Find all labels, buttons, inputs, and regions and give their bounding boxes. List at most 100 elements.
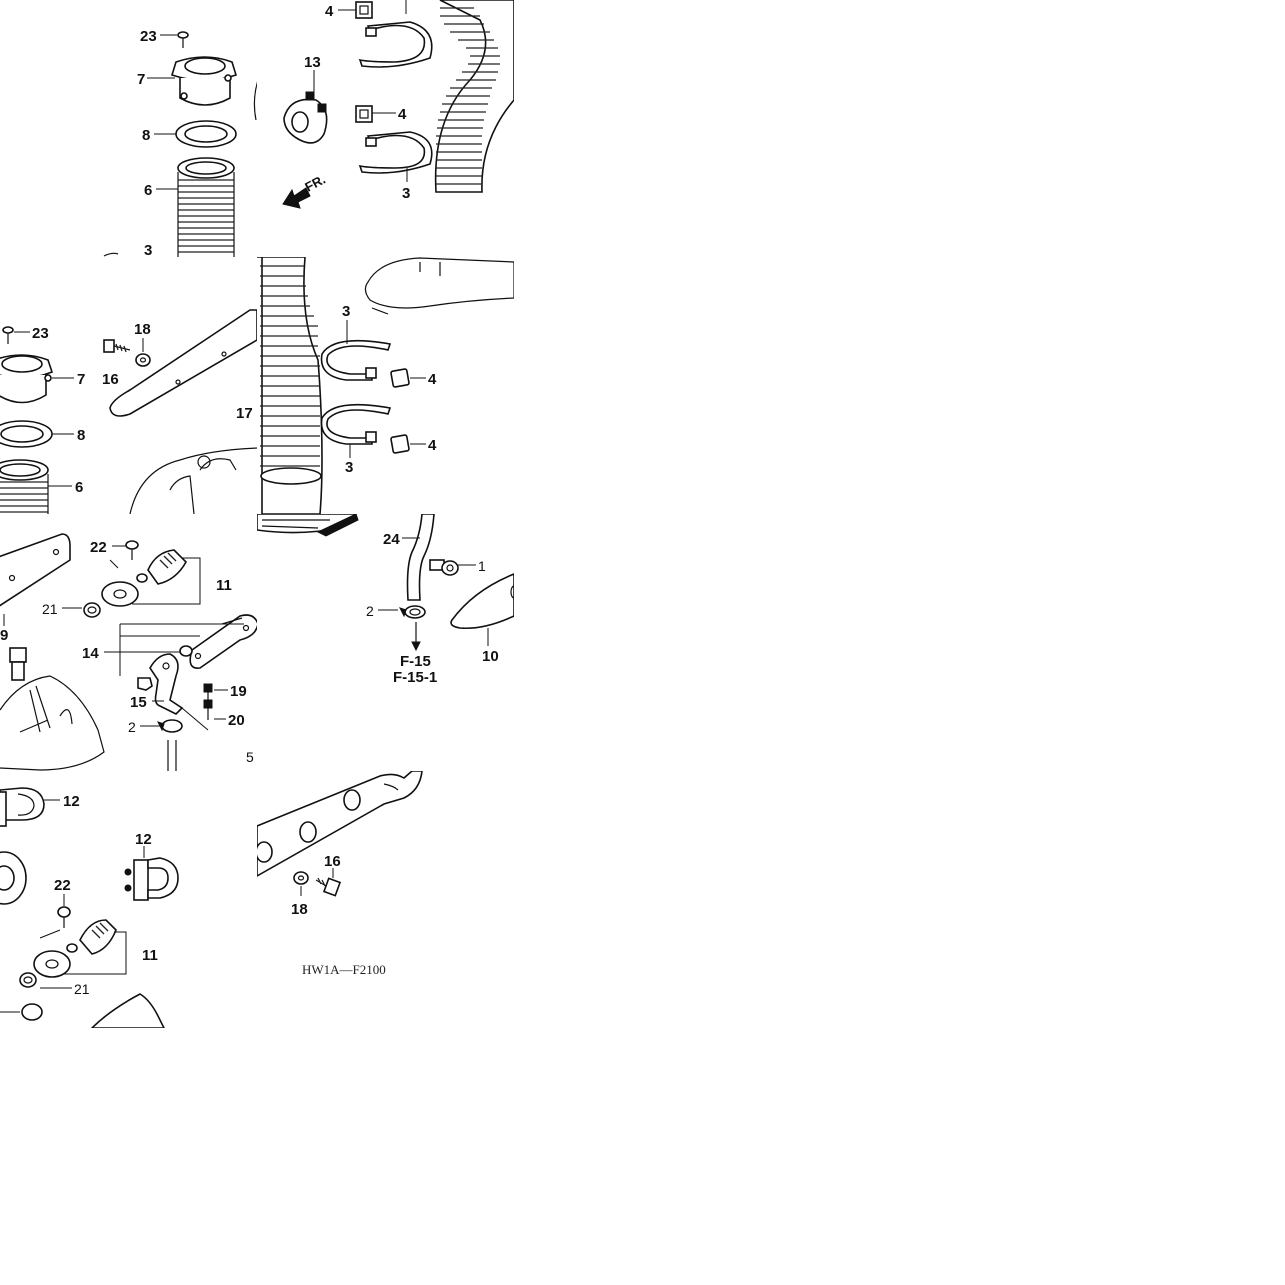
mounting-bracket-13-icon [283, 91, 328, 144]
callout-24: 24 [383, 531, 400, 548]
bolt-16-icon [103, 339, 131, 353]
callout-22: 22 [90, 539, 107, 556]
hose-clip-2-icon [399, 605, 426, 619]
seal-ring-8-icon [0, 420, 53, 448]
callout-7: 7 [77, 371, 85, 388]
callout-4-mid: 4 [398, 106, 407, 123]
band-clamp-icon [358, 131, 433, 174]
screw-22-icon [57, 906, 71, 928]
drawing-code: HW1A—F2100 [302, 962, 386, 977]
pad-4-icon [390, 434, 410, 454]
callout-12-right: 12 [135, 831, 152, 848]
mounting-bolt-icon [9, 647, 27, 681]
reference-f15-1: F-15-1 [393, 669, 437, 686]
plate-9-icon [0, 533, 71, 607]
band-clamp-icon [320, 403, 392, 445]
corrugated-hose-6-icon [177, 157, 235, 257]
plate-10-icon [450, 573, 514, 630]
callout-4-lower: 4 [428, 437, 437, 454]
hull-outline-icon [129, 447, 257, 514]
callout-4-upper: 4 [428, 371, 437, 388]
band-clamp-icon [358, 21, 433, 68]
corrugated-hose-icon [434, 0, 514, 193]
eye-fitting-icon [0, 851, 27, 905]
callout-9: 9 [0, 627, 8, 644]
callout-1: 1 [478, 558, 486, 574]
callout-12-left: 12 [63, 793, 80, 810]
callout-2: 2 [366, 603, 374, 619]
panel-lower-center: 24 1 2 F-15 F-15-1 10 [257, 514, 514, 686]
callout-10: 10 [482, 648, 499, 665]
seal-ring-8-icon [175, 120, 237, 148]
corrugated-hose-6-icon [0, 459, 49, 514]
washer-21-icon [83, 602, 101, 618]
bolt-20-icon [203, 699, 213, 720]
callout-3: 3 [144, 242, 152, 259]
callout-4-top: 4 [325, 3, 334, 20]
reference-f15: F-15 [400, 653, 431, 670]
callout-3-lower: 3 [345, 459, 353, 476]
screw-23-icon [177, 31, 189, 48]
pad-4-icon [390, 368, 410, 388]
hull-outline-icon [0, 675, 105, 771]
panel-lower-left: 9 22 11 21 [0, 533, 257, 771]
callout-16: 16 [324, 853, 341, 870]
callout-21: 21 [42, 601, 58, 617]
panel-bottom-left: 12 12 22 11 [0, 787, 179, 1028]
callout-16: 16 [102, 371, 119, 388]
panel-top-center: 4 13 4 3 [282, 0, 514, 209]
callout-14: 14 [82, 645, 99, 662]
corrugated-hose-icon [257, 257, 323, 514]
callout-5: 5 [246, 749, 254, 765]
front-direction-arrow-icon [282, 187, 311, 209]
bracket-15-icon [149, 653, 184, 715]
callout-22: 22 [54, 877, 71, 894]
callout-18: 18 [291, 901, 308, 918]
band-clamp-icon [320, 339, 392, 381]
hull-outline-icon [257, 514, 359, 537]
panel-top-left: 23 7 8 6 3 [103, 28, 257, 259]
bolt-19-icon [203, 683, 213, 700]
screw-22-icon [125, 540, 139, 560]
duct-flange-7-icon [0, 354, 53, 404]
callout-23: 23 [140, 28, 157, 45]
duct-flange-7-icon [171, 56, 237, 106]
callout-11: 11 [216, 577, 232, 594]
callout-3-upper: 3 [342, 303, 350, 320]
callout-11: 11 [142, 947, 158, 964]
screw-23-icon [2, 326, 14, 344]
fitting-icon [0, 1003, 43, 1021]
washer-21-icon [19, 972, 37, 988]
hose-clip-2-icon [157, 719, 183, 771]
guard-bar-17-icon [109, 309, 257, 417]
callout-17: 17 [236, 405, 253, 422]
callout-19: 19 [230, 683, 247, 700]
panel-middle-left: 23 7 8 6 16 [0, 309, 257, 514]
callout-15: 15 [130, 694, 147, 711]
panel-middle-center: 3 4 3 4 [257, 257, 514, 514]
callout-8: 8 [142, 127, 150, 144]
callout-2: 2 [128, 719, 136, 735]
callout-20: 20 [228, 712, 245, 729]
hull-outline-icon [90, 993, 165, 1028]
callout-6: 6 [75, 479, 83, 496]
callout-6: 6 [144, 182, 152, 199]
vent-hose-24-icon [406, 514, 435, 601]
drain-plug-11-icon [101, 549, 187, 607]
callout-21: 21 [74, 981, 90, 997]
callout-3: 3 [402, 185, 410, 202]
bolt-16-icon [315, 877, 342, 897]
reference-arrow-icon [411, 622, 421, 652]
tow-hook-12-icon [124, 857, 179, 901]
panel-bottom-center: 18 16 [257, 771, 423, 918]
drain-plug-11-icon [33, 919, 117, 978]
plate-14-icon [179, 614, 257, 669]
callout-8: 8 [77, 427, 85, 444]
callout-7: 7 [137, 71, 145, 88]
perforated-guard-bar-icon [257, 771, 423, 877]
callout-18: 18 [134, 321, 151, 338]
pad-4-icon [355, 105, 373, 123]
callout-23: 23 [32, 325, 49, 342]
tow-hook-12-icon [0, 787, 45, 827]
